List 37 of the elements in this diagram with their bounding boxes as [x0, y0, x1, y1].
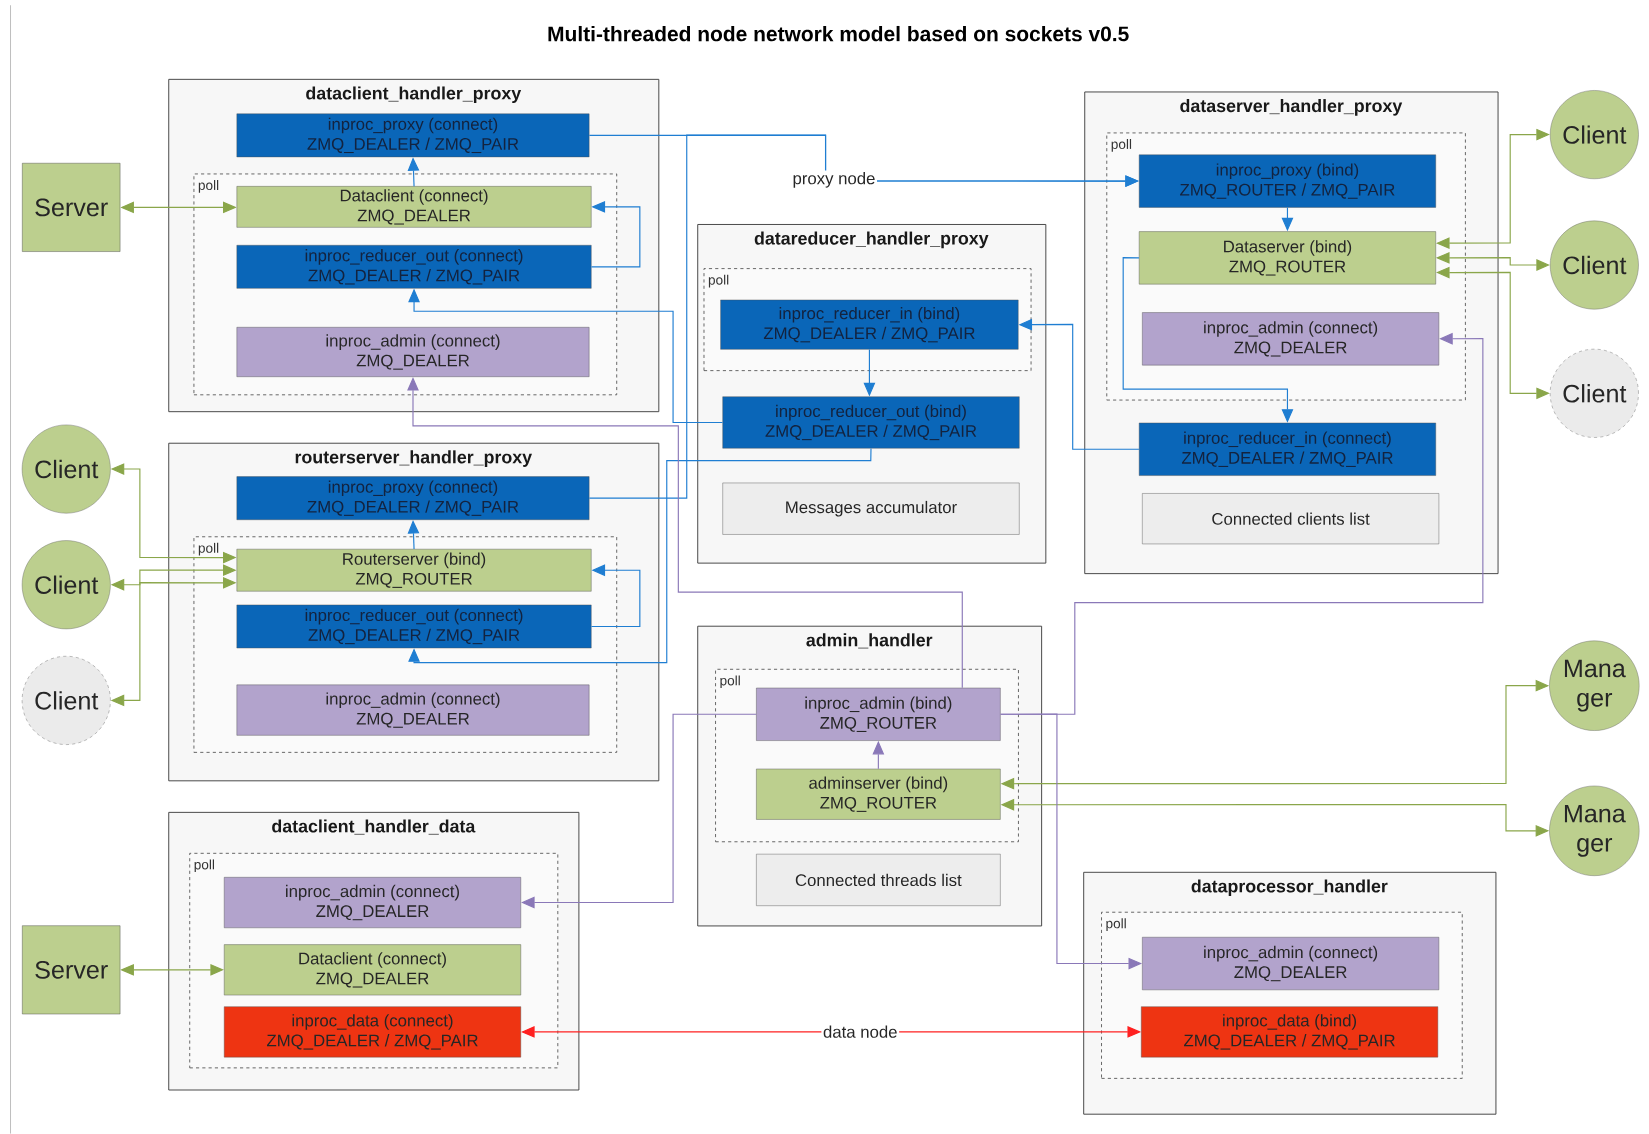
socket-box: inproc_reducer_in (bind) ZMQ_DEALER / ZMQ_PAIR	[720, 299, 1019, 350]
arrow	[588, 134, 1139, 499]
socket-box: Dataclient (connect) ZMQ_DEALER	[236, 186, 592, 228]
socket-box: inproc_reducer_out (bind) ZMQ_DEALER / ZMQ_PAIR	[722, 396, 1020, 449]
list-box: Messages accumulator	[722, 482, 1020, 535]
arrow	[1122, 257, 1294, 423]
socket-box: inproc_reducer_in (connect) ZMQ_DEALER / ZMQ_PAIR	[1138, 422, 1436, 476]
arrow	[1436, 128, 1550, 250]
socket-box: inproc_reducer_out (connect) ZMQ_DEALER / ZMQ_PAIR	[236, 604, 592, 649]
socket-box: inproc_admin (connect) ZMQ_DEALER	[1142, 937, 1440, 991]
list-box: Connected threads list	[756, 854, 1001, 907]
socket-box: Routerserver (bind) ZMQ_ROUTER	[236, 549, 592, 592]
server-box: Server	[22, 925, 121, 1015]
socket-box: inproc_proxy (connect) ZMQ_DEALER / ZMQ_PAIR	[236, 113, 590, 158]
socket-box: inproc_admin (connect) ZMQ_DEALER	[236, 327, 590, 378]
arrow	[590, 201, 641, 268]
server-box: Server	[22, 163, 121, 252]
socket-box: inproc_proxy (bind) ZMQ_ROUTER / ZMQ_PAIR	[1138, 154, 1436, 208]
socket-box: inproc_admin (connect) ZMQ_DEALER	[224, 877, 521, 929]
socket-box: inproc_data (bind) ZMQ_DEALER / ZMQ_PAIR	[1141, 1006, 1439, 1058]
socket-box: Dataserver (bind) ZMQ_ROUTER	[1138, 231, 1436, 285]
socket-box: inproc_admin (bind) ZMQ_ROUTER	[756, 687, 1001, 741]
socket-box: adminserver (bind) ZMQ_ROUTER	[756, 768, 1001, 820]
arrow	[521, 713, 757, 909]
socket-box: inproc_data (connect) ZMQ_DEALER / ZMQ_PAIR	[224, 1006, 521, 1058]
socket-box: inproc_admin (connect) ZMQ_DEALER	[236, 684, 590, 736]
socket-box: inproc_proxy (connect) ZMQ_DEALER / ZMQ_PAIR	[236, 476, 590, 521]
list-box: Connected clients list	[1142, 493, 1440, 545]
arrow	[590, 564, 641, 628]
socket-box: inproc_reducer_out (connect) ZMQ_DEALER / ZMQ_PAIR	[236, 245, 592, 289]
edge-label: data node	[821, 1024, 900, 1040]
diagram-title: Multi-threaded node network model based on sockets v0.5	[548, 26, 1129, 42]
edge-label: proxy node	[790, 170, 878, 190]
socket-box: inproc_admin (connect) ZMQ_DEALER	[1142, 312, 1440, 366]
socket-box: Dataclient (connect) ZMQ_DEALER	[224, 944, 521, 996]
arrow	[521, 1026, 1141, 1038]
arrow	[408, 448, 872, 664]
